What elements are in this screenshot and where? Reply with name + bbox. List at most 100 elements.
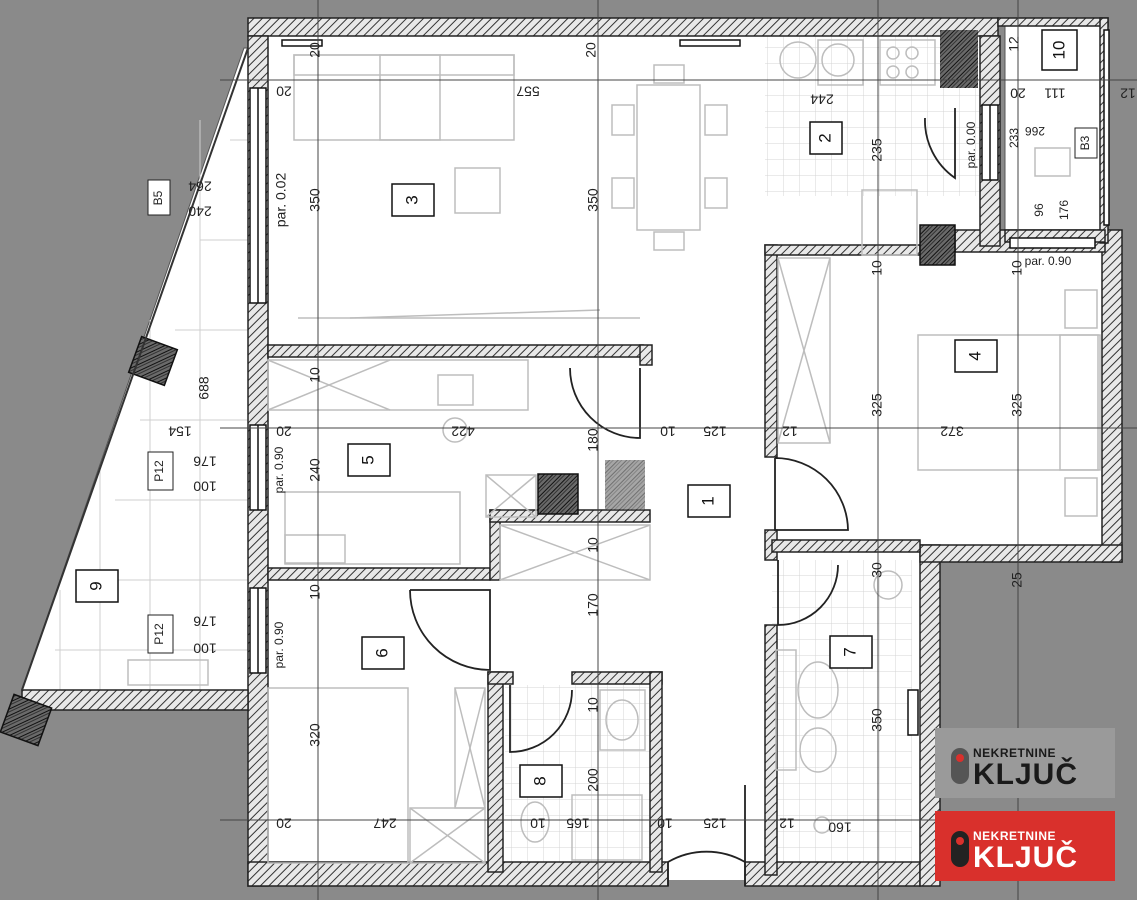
dim-350: 350 <box>585 188 601 212</box>
dim-154: 154 <box>168 423 192 439</box>
dim-688: 688 <box>196 376 212 400</box>
logo-tagline: NEKRETNINE <box>973 829 1057 843</box>
parapet-room3: par. 0.02 <box>273 173 289 228</box>
parapet-room5: par. 0.90 <box>272 446 286 493</box>
dim-10: 10 <box>307 367 323 383</box>
room-label-3: 3 <box>391 183 435 217</box>
dim-20: 20 <box>307 42 323 58</box>
parapet-room6: par. 0.90 <box>272 621 286 668</box>
dim-12: 12 <box>1120 85 1136 101</box>
svg-text:B5: B5 <box>151 190 165 205</box>
dim-557: 557 <box>516 83 540 99</box>
dim-12: 12 <box>1006 36 1022 52</box>
dim-320: 320 <box>307 723 323 747</box>
room-label-10: 10 <box>1041 29 1078 71</box>
dim-96: 96 <box>1032 203 1046 217</box>
dim-350: 350 <box>307 188 323 212</box>
room-labels: 1 2 3 4 5 6 7 8 <box>75 29 1078 798</box>
agency-logo-red: NEKRETNINE KLJUČ <box>935 811 1115 881</box>
svg-text:1: 1 <box>698 496 717 505</box>
dim-247: 247 <box>373 815 397 831</box>
furniture <box>127 39 1101 864</box>
dim-10: 10 <box>1009 260 1025 276</box>
dim-200: 200 <box>585 768 601 792</box>
dim-165: 165 <box>566 815 590 831</box>
logo-tagline: NEKRETNINE <box>973 746 1057 760</box>
windows <box>21 29 1110 736</box>
dim-20: 20 <box>276 83 292 99</box>
svg-text:P12: P12 <box>152 460 166 482</box>
room-label-4: 4 <box>954 339 998 373</box>
logo-wordmark: KLJUČ <box>973 841 1079 874</box>
dim-20: 20 <box>276 815 292 831</box>
dim-160: 160 <box>828 819 852 835</box>
svg-text:9: 9 <box>86 581 105 590</box>
dim-235: 235 <box>869 138 885 162</box>
dim-10: 10 <box>657 815 673 831</box>
parapet-room4: par. 0.90 <box>1025 254 1072 268</box>
dim-264: 264 <box>188 178 212 194</box>
svg-text:2: 2 <box>815 133 834 142</box>
dim-240: 240 <box>307 458 323 482</box>
dim-20: 20 <box>276 423 292 439</box>
key-icon <box>951 748 969 784</box>
svg-text:P12: P12 <box>152 623 166 645</box>
doors <box>409 108 956 886</box>
svg-text:5: 5 <box>358 455 377 464</box>
dim-10: 10 <box>585 537 601 553</box>
dim-12: 12 <box>779 815 795 831</box>
dim-10: 10 <box>660 423 676 439</box>
dim-325: 325 <box>1009 393 1025 417</box>
dim-100: 100 <box>193 640 217 656</box>
svg-text:7: 7 <box>840 647 859 656</box>
appliance-marks <box>605 30 978 510</box>
dim-10: 10 <box>869 260 885 276</box>
dim-244: 244 <box>810 91 834 107</box>
svg-text:6: 6 <box>372 648 391 657</box>
dim-100: 100 <box>193 478 217 494</box>
dim-20: 20 <box>583 42 599 58</box>
svg-text:3: 3 <box>402 195 421 204</box>
dim-233: 233 <box>1007 128 1021 148</box>
dim-422: 422 <box>451 423 475 439</box>
svg-text:B3: B3 <box>1078 135 1092 150</box>
room-label-5: 5 <box>347 443 391 477</box>
dim-125: 125 <box>703 423 727 439</box>
dim-20: 20 <box>1010 85 1026 101</box>
columns <box>0 224 956 747</box>
parapet-room2: par. 0.00 <box>964 121 978 168</box>
dim-10: 10 <box>307 584 323 600</box>
dim-10: 10 <box>585 697 601 713</box>
dim-30: 30 <box>869 562 885 578</box>
dim-176: 176 <box>1057 200 1071 220</box>
room-label-8: 8 <box>519 764 563 798</box>
key-icon <box>951 831 969 867</box>
dim-111: 111 <box>1044 85 1065 101</box>
tag-b5: B5 <box>147 179 171 216</box>
room-label-6: 6 <box>361 636 405 670</box>
dimension-labels: 557 20 20 244 20 111 12 12 235 350 350 2… <box>168 36 1136 835</box>
dim-372: 372 <box>940 423 964 439</box>
tag-b3: B3 <box>1074 127 1098 159</box>
svg-text:10: 10 <box>1049 41 1068 60</box>
logo-wordmark: KLJUČ <box>973 758 1079 791</box>
dim-176: 176 <box>193 613 217 629</box>
svg-text:4: 4 <box>965 351 984 360</box>
room-label-7: 7 <box>829 635 873 669</box>
agency-logo-grey: NEKRETNINE KLJUČ <box>935 728 1115 798</box>
svg-text:8: 8 <box>530 776 549 785</box>
dim-266: 266 <box>1025 124 1045 138</box>
axis-lines <box>220 0 1137 900</box>
dim-180: 180 <box>585 428 601 452</box>
tag-p12-upper: P12 <box>147 451 174 491</box>
room-label-9: 9 <box>75 569 119 603</box>
dim-125: 125 <box>703 815 727 831</box>
room-label-1: 1 <box>687 484 731 518</box>
dim-170: 170 <box>585 593 601 617</box>
tag-p12-lower: P12 <box>147 614 174 654</box>
element-tags: B5 B3 P12 P12 <box>147 127 1098 654</box>
dim-25: 25 <box>1009 572 1025 588</box>
dim-325: 325 <box>869 393 885 417</box>
dim-240: 240 <box>188 203 212 219</box>
